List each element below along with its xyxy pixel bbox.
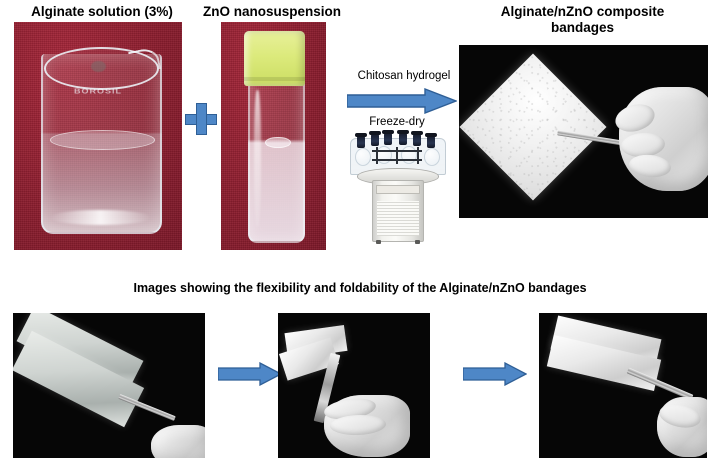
gloved-hand <box>151 425 205 458</box>
composite-panel-title-line2: bandages <box>550 20 615 35</box>
vial-highlight <box>253 90 261 228</box>
flexibility-photo-2 <box>278 313 430 458</box>
chitosan-hydrogel-label: Chitosan hydrogel <box>357 70 451 82</box>
freeze-dryer-post <box>395 147 398 165</box>
freeze-dryer-post <box>417 147 420 165</box>
beaker-surface-spot <box>91 60 107 73</box>
freeze-dryer-valve <box>368 131 381 147</box>
freeze-dryer-icon <box>344 130 450 244</box>
freeze-dryer-valve <box>424 133 437 149</box>
freeze-dryer-valve <box>397 130 410 146</box>
flexibility-photo-3 <box>539 313 707 458</box>
alginate-panel-title: Alginate solution (3%) <box>31 4 173 19</box>
bandage-square <box>459 53 607 201</box>
vial-cap <box>244 31 305 86</box>
freeze-dryer-valve <box>382 130 395 146</box>
plus-sign-icon <box>185 103 217 135</box>
beaker-brand-text: BOROSIL <box>73 86 122 95</box>
alginate-solution-photo: BOROSIL <box>14 22 182 250</box>
freeze-dryer-flask <box>375 146 392 165</box>
flexibility-photo-1 <box>13 313 205 458</box>
suspension-surface <box>264 136 292 149</box>
freeze-dryer-flask <box>354 148 371 167</box>
freeze-dryer-valve <box>410 131 423 147</box>
freeze-dryer-post <box>375 147 378 165</box>
composite-panel-title-line1: Alginate/nZnO composite <box>500 4 665 19</box>
composite-bandage-photo <box>459 45 708 218</box>
zno-panel-title: ZnO nanosuspension <box>202 4 341 19</box>
freeze-dryer-flask <box>423 148 440 167</box>
progress-arrow-2 <box>463 362 527 386</box>
progress-arrow-1 <box>218 362 282 386</box>
process-arrow <box>347 88 457 114</box>
zno-nanosuspension-photo <box>221 22 326 250</box>
beaker-highlight <box>49 210 152 225</box>
bottom-row-caption: Images showing the flexibility and folda… <box>133 281 587 295</box>
liquid-surface <box>49 130 156 151</box>
freeze-dryer-valve <box>354 133 367 149</box>
freeze-dry-label: Freeze-dry <box>369 116 425 128</box>
freeze-dryer-control-panel <box>375 184 421 195</box>
